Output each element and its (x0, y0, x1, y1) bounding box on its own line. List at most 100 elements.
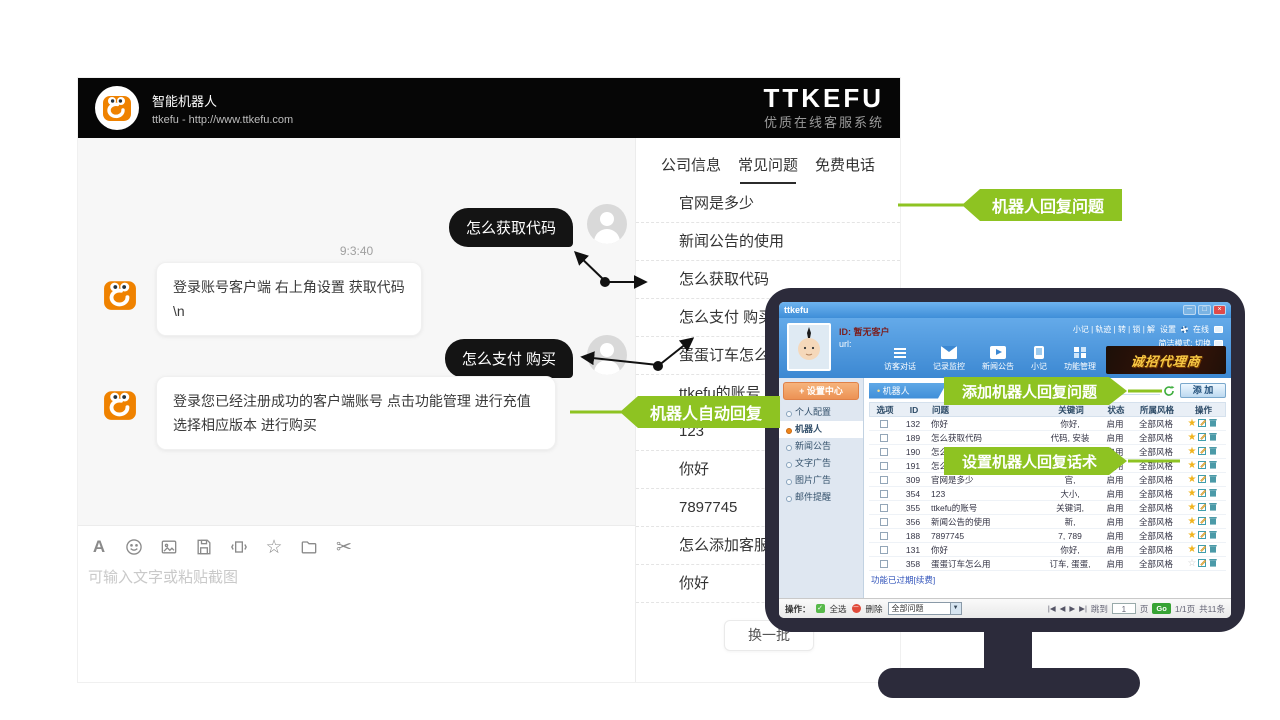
delete-icon[interactable] (1209, 432, 1218, 443)
table-row[interactable]: 355 ttkefu的账号 关键词, 启用 全部风格 ★ (869, 501, 1226, 515)
sidebar-item[interactable]: 图片广告 (779, 472, 863, 489)
delete-icon[interactable] (1209, 446, 1218, 457)
row-checkbox[interactable] (880, 503, 888, 512)
dropdown-arrow-icon[interactable]: ▼ (949, 603, 961, 614)
edit-icon[interactable] (1198, 474, 1207, 485)
edit-icon[interactable] (1198, 558, 1207, 569)
save-icon[interactable] (193, 536, 215, 558)
table-row[interactable]: 188 7897745 7, 789 启用 全部风格 ★ (869, 529, 1226, 543)
emoji-icon[interactable] (123, 536, 145, 558)
go-button[interactable]: Go (1152, 603, 1171, 614)
admin-toolbar-item[interactable]: 访客对话 (884, 346, 916, 372)
faq-item[interactable]: 新闻公告的使用 (636, 223, 900, 261)
edit-icon[interactable] (1198, 488, 1207, 499)
table-row[interactable]: 132 你好 你好, 启用 全部风格 ★ (869, 417, 1226, 431)
simple-mode-link[interactable]: 简洁模式: 切换 (1158, 339, 1211, 348)
close-icon[interactable]: × (1213, 305, 1226, 315)
row-checkbox[interactable] (880, 433, 888, 442)
admin-toolbar-item[interactable]: 记录监控 (933, 346, 965, 372)
row-checkbox[interactable] (880, 447, 888, 456)
edit-icon[interactable] (1198, 460, 1207, 471)
window-shake-icon[interactable] (228, 536, 250, 558)
table-row[interactable]: 309 官网是多少 官, 启用 全部风格 ★ (869, 473, 1226, 487)
row-checkbox[interactable] (880, 419, 888, 428)
favorite-icon[interactable]: ★ (1187, 502, 1197, 513)
select-all-check-icon[interactable]: ✓ (815, 604, 825, 613)
favorite-icon[interactable]: ★ (1187, 460, 1197, 471)
faq-tab[interactable]: 免费电话 (814, 157, 875, 174)
pager-first-icon[interactable]: |◀ (1047, 604, 1056, 613)
table-row[interactable]: 358 蛋蛋订车怎么用 订车, 蛋蛋, 启用 全部风格 ☆ (869, 557, 1226, 571)
favorite-icon[interactable]: ★ (1187, 446, 1197, 457)
admin-toolbar-item[interactable]: 小记 (1031, 346, 1047, 372)
settings-center-button[interactable]: + 设置中心 (783, 382, 859, 400)
pager-last-icon[interactable]: ▶| (1079, 604, 1087, 613)
table-row[interactable]: 189 怎么获取代码 代码, 安装 启用 全部风格 ★ (869, 431, 1226, 445)
favorite-icon[interactable]: ★ (1187, 516, 1197, 527)
delete-icon[interactable] (1209, 558, 1218, 569)
table-row[interactable]: 356 新闻公告的使用 新, 启用 全部风格 ★ (869, 515, 1226, 529)
delete-icon[interactable] (1209, 460, 1218, 471)
delete-icon[interactable] (1209, 474, 1218, 485)
add-question-button[interactable]: 添 加 (1180, 383, 1226, 398)
quick-links-text[interactable]: 小记 | 轨迹 | 转 | 锁 | 解 (1072, 325, 1155, 334)
row-checkbox[interactable] (880, 475, 888, 484)
faq-tab[interactable]: 公司信息 (661, 157, 722, 174)
faq-item[interactable]: 官网是多少 (636, 185, 900, 223)
select-all-link[interactable]: 全选 (829, 603, 847, 614)
sidebar-item[interactable]: 新闻公告 (779, 438, 863, 455)
star-icon[interactable]: ☆ (265, 536, 283, 558)
delete-circle-icon[interactable]: ─ (851, 604, 861, 613)
row-checkbox[interactable] (880, 545, 888, 554)
favorite-icon[interactable]: ★ (1187, 544, 1197, 555)
font-icon[interactable]: A (92, 537, 106, 556)
admin-toolbar-item[interactable]: 新闻公告 (982, 346, 1014, 372)
favorite-icon[interactable]: ★ (1187, 418, 1197, 429)
table-row[interactable]: 131 你好 你好, 启用 全部风格 ★ (869, 543, 1226, 557)
image-icon[interactable] (158, 536, 180, 558)
delete-icon[interactable] (1209, 502, 1218, 513)
sidebar-item[interactable]: 个人配置 (779, 404, 863, 421)
edit-icon[interactable] (1198, 432, 1207, 443)
folder-icon[interactable] (298, 536, 320, 558)
maximize-icon[interactable]: □ (1198, 305, 1211, 315)
online-status-link[interactable]: 在线 (1193, 325, 1209, 334)
sidebar-item[interactable]: 邮件提醒 (779, 489, 863, 506)
pager-prev-icon[interactable]: ◀ (1059, 604, 1066, 613)
row-checkbox[interactable] (880, 531, 888, 540)
favorite-icon[interactable]: ★ (1187, 474, 1197, 485)
delete-icon[interactable] (1209, 418, 1218, 429)
faq-tab[interactable]: 常见问题 (738, 154, 798, 184)
edit-icon[interactable] (1198, 530, 1207, 541)
favorite-icon[interactable]: ★ (1187, 432, 1197, 443)
delete-link[interactable]: 删除 (865, 603, 883, 614)
edit-icon[interactable] (1198, 516, 1207, 527)
refresh-icon[interactable] (1163, 385, 1175, 397)
promo-banner[interactable]: 诚招代理商 (1106, 346, 1226, 374)
edit-icon[interactable] (1198, 418, 1207, 429)
edit-icon[interactable] (1198, 446, 1207, 457)
question-filter-select[interactable]: 全部问题 ▼ (887, 602, 962, 615)
delete-icon[interactable] (1209, 488, 1218, 499)
favorite-icon[interactable]: ★ (1187, 530, 1197, 541)
faq-item[interactable]: 怎么获取代码 (636, 261, 900, 299)
table-row[interactable]: 354 123 大小, 启用 全部风格 ★ (869, 487, 1226, 501)
sidebar-item[interactable]: 机器人 (779, 421, 863, 438)
pager-next-icon[interactable]: ▶ (1069, 604, 1076, 613)
delete-icon[interactable] (1209, 530, 1218, 541)
row-checkbox[interactable] (880, 489, 888, 498)
minimize-icon[interactable]: ─ (1183, 305, 1196, 315)
delete-icon[interactable] (1209, 544, 1218, 555)
robot-tab[interactable]: 机器人 (869, 383, 947, 399)
scissors-icon[interactable]: ✂ (336, 536, 352, 558)
page-number-input[interactable]: 1 (1111, 603, 1136, 614)
admin-toolbar-item[interactable]: 功能管理 (1064, 346, 1096, 372)
favorite-icon[interactable]: ☆ (1187, 558, 1197, 569)
favorite-icon[interactable]: ★ (1187, 488, 1197, 499)
row-checkbox[interactable] (880, 517, 888, 526)
chat-input-placeholder[interactable]: 可输入文字或粘贴截图 (88, 569, 239, 586)
expired-notice-link[interactable]: 功能已过期[续费] (871, 575, 936, 585)
settings-link[interactable]: 设置 (1160, 325, 1176, 334)
edit-icon[interactable] (1198, 502, 1207, 513)
edit-icon[interactable] (1198, 544, 1207, 555)
